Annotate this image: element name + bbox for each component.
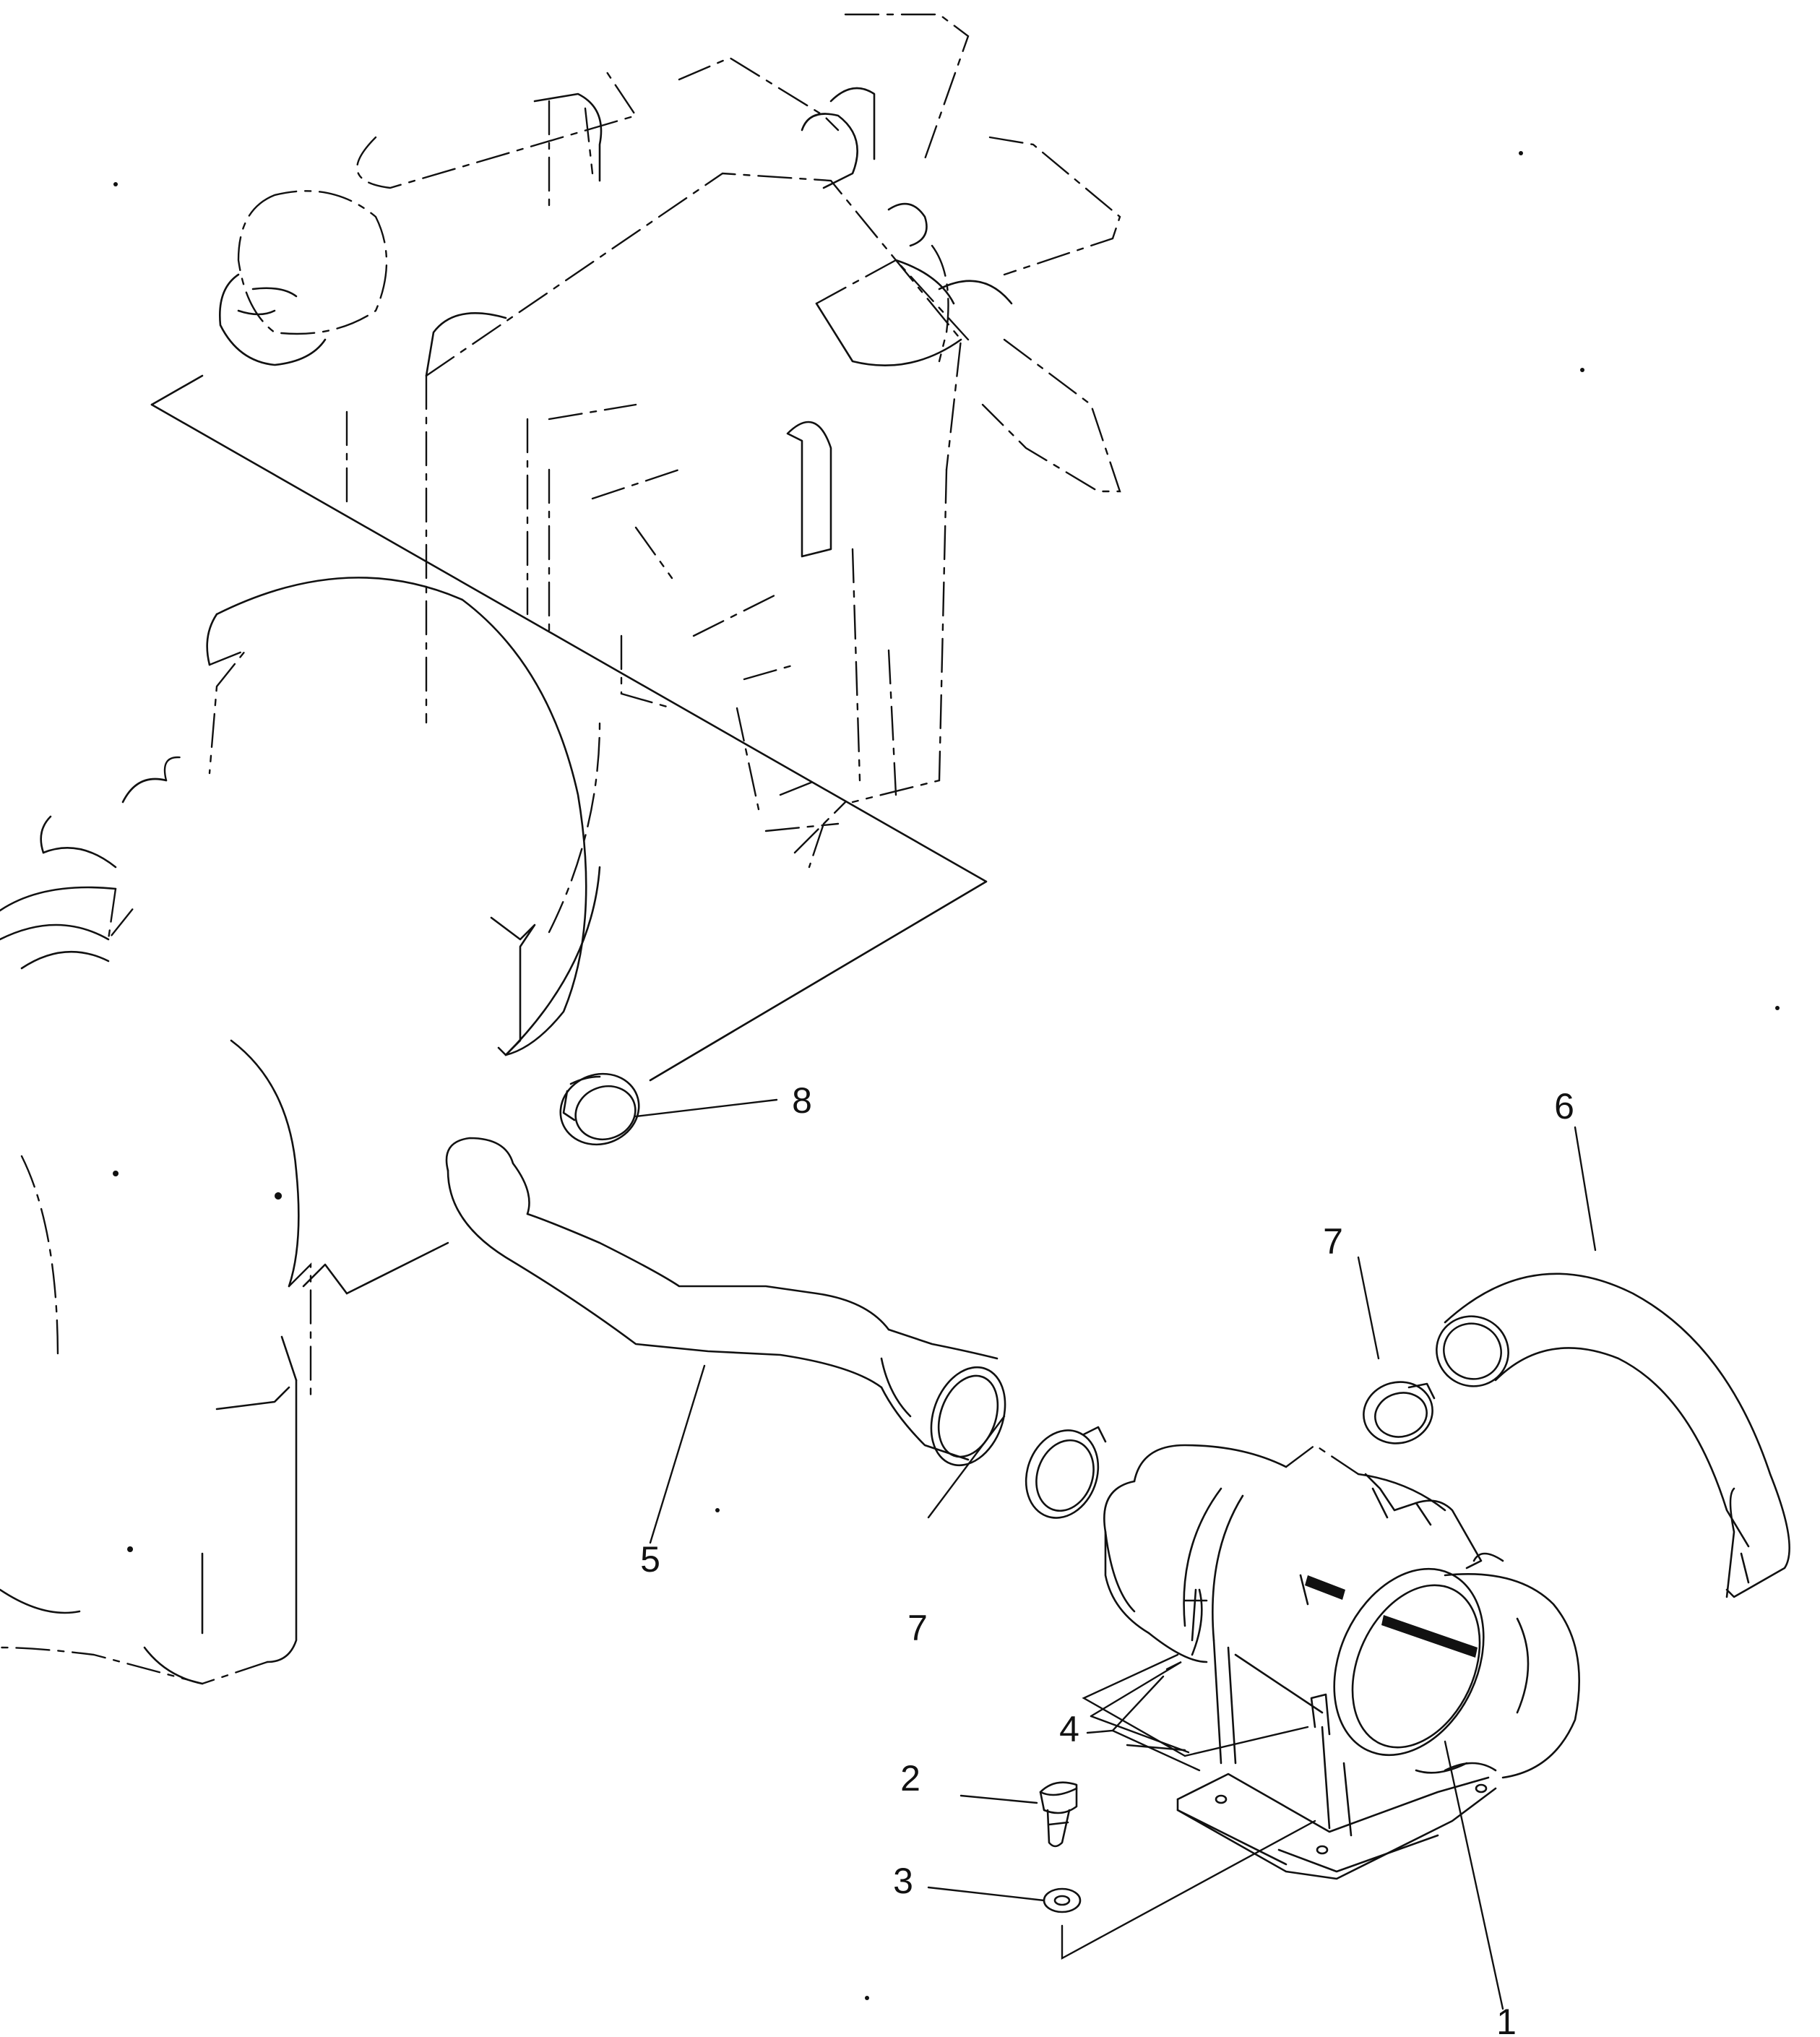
washer-part-3 [1043,1887,1082,1913]
callout-6: 6 [1554,1086,1574,1127]
engine-phantom [150,71,988,1082]
callout-labels: 1 2 3 4 5 6 7 7 8 [640,1080,1574,2037]
elbow-part-6 [1436,1272,1790,1598]
bolt-part-2 [1039,1781,1078,1848]
fan-phantom [678,13,1121,493]
callout-5: 5 [640,1539,660,1580]
clamp-part-8 [559,1072,640,1146]
scan-dots [113,151,1780,2000]
clamp-part-7-upper [1363,1381,1436,1444]
hose-part-5 [445,1137,1006,1467]
callout-3: 3 [893,1861,913,1901]
callout-1: 1 [1496,2002,1517,2037]
callout-2: 2 [900,1758,920,1799]
transmission-phantom [0,577,601,1685]
callout-4: 4 [1059,1709,1079,1749]
air-cleaner-part-1 [1103,1444,1581,1880]
clamp-part-7-lower [1025,1426,1107,1519]
callout-7-upper: 7 [1323,1221,1343,1262]
callout-8: 8 [792,1080,812,1121]
leader-lines [634,880,1597,2010]
callout-7-lower: 7 [907,1608,928,1648]
